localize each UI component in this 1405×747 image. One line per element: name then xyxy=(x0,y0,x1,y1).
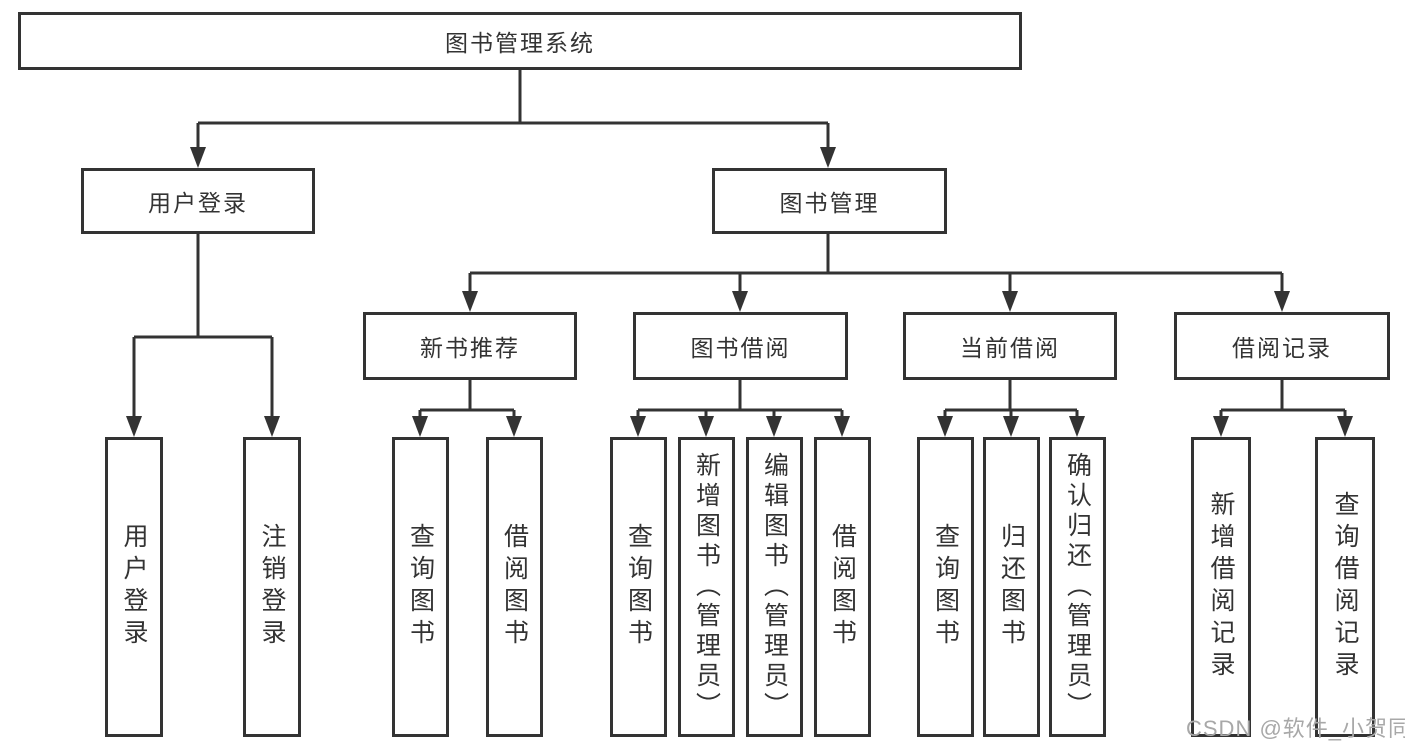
node-book-management: 图书管理 xyxy=(712,168,947,234)
node-new-book-recommend: 新书推荐 xyxy=(363,312,577,380)
arrowhead-leaf xyxy=(1069,416,1085,437)
arrowhead-leaf xyxy=(834,416,850,437)
leaf-return-book: 归还图书 xyxy=(983,437,1040,737)
leaf-query-book: 查询图书 xyxy=(917,437,974,737)
connector-new-book-recommend-branch xyxy=(418,380,516,417)
arrowhead-leaf xyxy=(698,416,714,437)
leaf-add-book-admin: 新增图书（管理员） xyxy=(678,437,735,737)
leaf-confirm-return-admin: 确认归还（管理员） xyxy=(1049,437,1106,737)
node-user-login: 用户登录 xyxy=(81,168,315,234)
connector-book-management-branch xyxy=(468,234,1284,292)
arrowhead-current-borrow xyxy=(1002,291,1018,312)
leaf-logout-login: 注销登录 xyxy=(243,437,301,737)
csdn-watermark: CSDN @软件_小贺同学 xyxy=(1186,716,1405,741)
arrowhead-user-login xyxy=(190,147,206,168)
leaf-user-login: 用户登录 xyxy=(105,437,163,737)
connector-user-login-branch xyxy=(132,232,274,417)
arrowhead-leaf xyxy=(1337,416,1353,437)
leaf-query-book: 查询图书 xyxy=(392,437,449,737)
leaf-query-borrow-record: 查询借阅记录 xyxy=(1315,437,1375,737)
node-borrow-records: 借阅记录 xyxy=(1174,312,1390,380)
connector-root-to-level2 xyxy=(196,70,830,148)
leaf-borrow-book: 借阅图书 xyxy=(814,437,871,737)
arrowhead-leaf-user-login xyxy=(126,416,142,437)
arrowhead-leaf xyxy=(506,416,522,437)
connector-book-borrow-branch xyxy=(636,380,844,417)
arrowhead-leaf xyxy=(937,416,953,437)
arrowhead-leaf xyxy=(630,416,646,437)
connector-current-borrow-branch xyxy=(943,380,1079,417)
arrowhead-book-management xyxy=(820,147,836,168)
arrowhead-book-borrow xyxy=(732,291,748,312)
arrowhead-leaf-logout xyxy=(264,416,280,437)
arrowhead-leaf xyxy=(1003,416,1019,437)
leaf-add-borrow-record: 新增借阅记录 xyxy=(1191,437,1251,737)
arrowhead-leaf xyxy=(412,416,428,437)
node-current-borrow: 当前借阅 xyxy=(903,312,1117,380)
arrowhead-leaf xyxy=(1213,416,1229,437)
leaf-edit-book-admin: 编辑图书（管理员） xyxy=(746,437,803,737)
node-library-management-system: 图书管理系统 xyxy=(18,12,1022,70)
arrowhead-leaf xyxy=(766,416,782,437)
node-book-borrow: 图书借阅 xyxy=(633,312,848,380)
leaf-borrow-book: 借阅图书 xyxy=(486,437,543,737)
leaf-query-book: 查询图书 xyxy=(610,437,667,737)
arrowhead-borrow-records xyxy=(1274,291,1290,312)
arrowhead-new-book-recommend xyxy=(462,291,478,312)
connector-borrow-records-branch xyxy=(1219,380,1347,417)
